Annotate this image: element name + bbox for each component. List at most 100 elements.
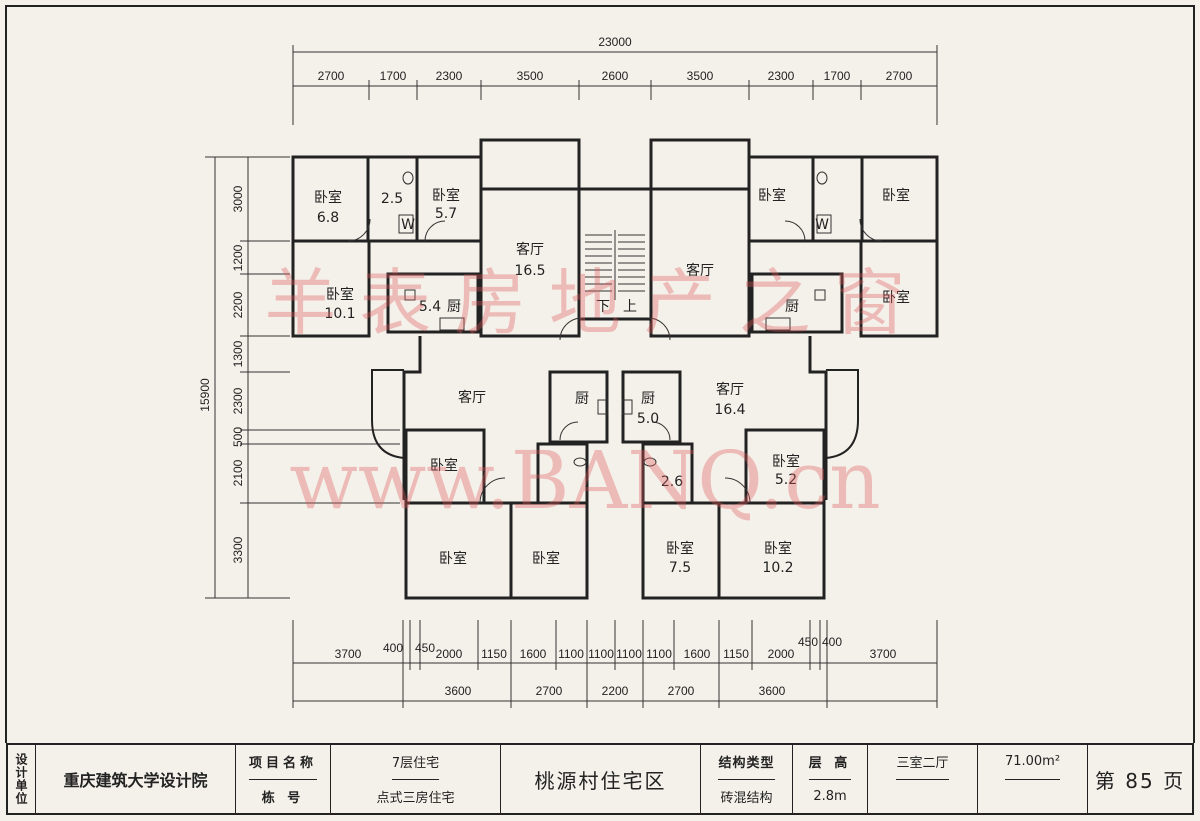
building-value: 点式三房住宅 bbox=[376, 790, 455, 806]
top-dim: 3500 bbox=[517, 69, 544, 83]
floor-height-value: 2.8m bbox=[813, 788, 847, 804]
bottom-dims-row1: 3700 400 450 2000 1150 1600 1100 1100 11… bbox=[335, 635, 897, 661]
room-label: 卧室 bbox=[764, 540, 792, 557]
bottom-dim: 3600 bbox=[445, 684, 472, 698]
room-area: 16.4 bbox=[714, 402, 745, 418]
organization-name: 重庆建筑大学设计院 bbox=[36, 745, 236, 813]
walls bbox=[291, 138, 939, 600]
top-dim: 1700 bbox=[824, 69, 851, 83]
room-area: 5.7 bbox=[435, 206, 457, 222]
room-area: 2.5 bbox=[381, 191, 403, 207]
left-dim: 2300 bbox=[231, 387, 245, 414]
bottom-dim: 1600 bbox=[684, 647, 711, 661]
room-label: 卧室 bbox=[882, 187, 910, 204]
room-area: 5.0 bbox=[637, 411, 659, 427]
left-dim: 2200 bbox=[231, 291, 245, 318]
district-name: 桃源村住宅区 bbox=[501, 745, 701, 813]
room-label: W bbox=[401, 217, 415, 233]
design-unit-label: 设计单位 bbox=[8, 745, 36, 813]
room-label: 卧室 bbox=[882, 289, 910, 306]
room-label: 厨 bbox=[785, 299, 799, 315]
room-label: 卧室 bbox=[666, 540, 694, 557]
room-label: 客厅 bbox=[458, 389, 486, 406]
room-area: 5.2 bbox=[775, 472, 797, 488]
floor-plan: 23000 2700 1700 2300 3500 2600 3500 2300… bbox=[5, 5, 1195, 743]
bottom-dim: 2000 bbox=[768, 647, 795, 661]
fixtures bbox=[398, 171, 832, 467]
left-dim: 500 bbox=[231, 427, 245, 447]
top-dim: 1700 bbox=[380, 69, 407, 83]
room-label: 卧室 bbox=[432, 187, 460, 204]
room-label: 厨 bbox=[641, 391, 655, 407]
drawing-border bbox=[5, 5, 1195, 743]
room-area: 16.5 bbox=[514, 263, 545, 279]
bottom-dim: 3700 bbox=[870, 647, 897, 661]
top-dim: 2700 bbox=[318, 69, 345, 83]
left-dim: 1300 bbox=[231, 340, 245, 367]
building-label: 栋 号 bbox=[261, 790, 305, 806]
bottom-dim: 2700 bbox=[536, 684, 563, 698]
balconies bbox=[371, 369, 859, 459]
room-label: W bbox=[815, 217, 829, 233]
top-dimensions bbox=[292, 45, 938, 125]
left-dim: 2100 bbox=[231, 459, 245, 486]
stair-treads bbox=[585, 230, 645, 300]
top-total-dim: 23000 bbox=[598, 35, 632, 49]
title-block: 设计单位 重庆建筑大学设计院 项目名称 栋 号 7层住宅 点式三房住宅 桃源村住… bbox=[6, 743, 1194, 815]
unit-layout: 三室二厅 bbox=[896, 745, 949, 780]
area-col: 71.00m² bbox=[978, 745, 1088, 813]
room-label: 客厅 bbox=[686, 262, 714, 279]
watermark-text: 羊 表 房 地 产 之 窗 bbox=[264, 261, 905, 345]
structure-type-label: 结构类型 bbox=[718, 745, 775, 780]
room-label: 卧室 bbox=[439, 550, 467, 567]
room-label: 卧室 bbox=[326, 286, 354, 303]
bottom-dim: 450 bbox=[415, 641, 435, 655]
top-dim: 2300 bbox=[768, 69, 795, 83]
room-label: 卧室 bbox=[758, 187, 786, 204]
room-area: 10.1 bbox=[324, 306, 355, 322]
bottom-dim: 3700 bbox=[335, 647, 362, 661]
bottom-dim: 400 bbox=[822, 635, 842, 649]
bottom-dim: 2700 bbox=[668, 684, 695, 698]
left-dim: 1200 bbox=[231, 244, 245, 271]
bottom-dim: 1100 bbox=[646, 647, 672, 661]
page-number: 第 85 页 bbox=[1094, 768, 1186, 793]
bottom-dim: 3600 bbox=[759, 684, 786, 698]
bottom-dim: 1100 bbox=[616, 647, 642, 661]
room-label: 厨 bbox=[575, 391, 589, 407]
room-label: 卧室 bbox=[430, 457, 458, 474]
top-dim: 2300 bbox=[436, 69, 463, 83]
room-area: 2.6 bbox=[661, 474, 683, 490]
structure-type-value: 砖混结构 bbox=[720, 790, 773, 806]
room-area: 5.4 bbox=[419, 299, 441, 315]
project-name-value: 7层住宅 bbox=[391, 745, 440, 780]
floor-height-label: 层 高 bbox=[808, 745, 852, 780]
bottom-dimensions bbox=[292, 620, 938, 708]
room-label: 厨 bbox=[447, 299, 461, 315]
top-dim: 3500 bbox=[687, 69, 714, 83]
bottom-dim: 450 bbox=[798, 635, 818, 649]
left-dim: 3300 bbox=[231, 536, 245, 563]
bottom-dim: 400 bbox=[383, 641, 403, 655]
door-swings bbox=[347, 218, 883, 504]
top-dim: 2700 bbox=[886, 69, 913, 83]
project-name-label: 项目名称 bbox=[248, 745, 317, 780]
room-label: 客厅 bbox=[516, 241, 544, 258]
left-segment-dims: 3000 1200 2200 1300 2300 500 2100 3300 bbox=[231, 185, 245, 563]
top-dim: 2600 bbox=[602, 69, 629, 83]
left-dimensions bbox=[205, 156, 400, 599]
height-col: 层 高 2.8m bbox=[793, 745, 868, 813]
room-label: 卧室 bbox=[772, 453, 800, 470]
room-labels: 卧室 6.8 2.5 W 卧室 5.7 客厅 16.5 卧室 10.1 5.4 … bbox=[314, 187, 910, 576]
unit-area: 71.00m² bbox=[1004, 745, 1061, 780]
room-area: 7.5 bbox=[669, 560, 691, 576]
room-label: 卧室 bbox=[532, 550, 560, 567]
bottom-dim: 1600 bbox=[520, 647, 547, 661]
stair-label: 下 bbox=[596, 299, 610, 315]
room-label: 卧室 bbox=[314, 189, 342, 206]
left-total-dim: 15900 bbox=[198, 378, 212, 412]
top-segment-dims: 2700 1700 2300 3500 2600 3500 2300 1700 … bbox=[318, 69, 913, 83]
left-dim: 3000 bbox=[231, 185, 245, 212]
bottom-dim: 1100 bbox=[588, 647, 614, 661]
watermark-url: www.BANQ.cn bbox=[289, 434, 880, 527]
